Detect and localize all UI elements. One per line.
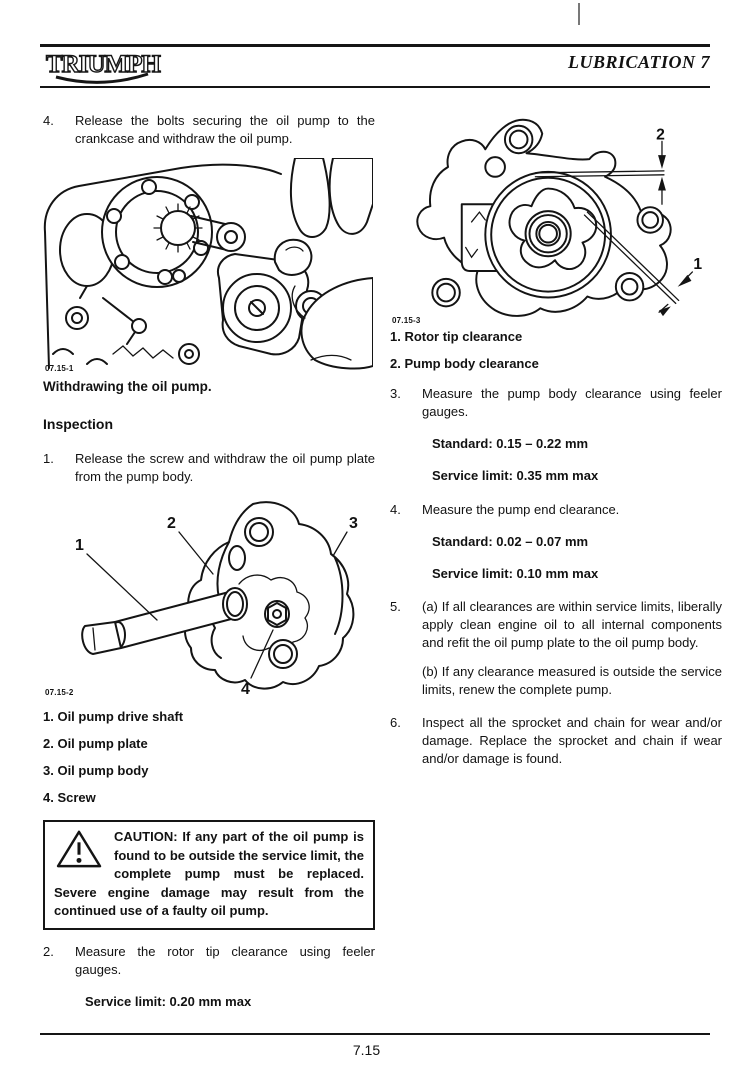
step-text: Release the bolts securing the oil pump …	[75, 113, 375, 146]
right-column: 2 1 07.15-3 1. Rotor tip clearance 2. Pu…	[390, 112, 722, 778]
step-3-right: 3. Measure the pump body clearance using…	[390, 385, 722, 421]
fig3-callout-1: 1	[693, 256, 702, 273]
step-4-right: 4. Measure the pump end clearance.	[390, 501, 722, 519]
step-4-left: 4. Release the bolts securing the oil pu…	[43, 112, 375, 148]
page-number: 7.15	[352, 1042, 381, 1058]
figure-ref: 07.15-3	[392, 315, 421, 325]
warning-triangle-icon	[56, 829, 102, 874]
inspection-heading: Inspection	[43, 415, 114, 432]
footer-rule	[40, 1033, 710, 1035]
step-2-left: 2. Measure the rotor tip clearance using…	[43, 943, 375, 979]
header-rule-top	[40, 44, 710, 47]
step-text: Measure the rotor tip clearance using fe…	[75, 943, 375, 977]
service-limit-spec: Service limit: 0.10 mm max	[432, 565, 599, 581]
pump-clearance-drawing: 2 1	[416, 118, 702, 317]
step-number: 6.	[390, 715, 401, 731]
step-text-a: (a) If all clearances are within service…	[422, 598, 722, 699]
fig2-callout-2: 2	[167, 515, 176, 532]
fig2-callout-4: 4	[241, 681, 250, 696]
step-number: 2.	[43, 943, 54, 959]
step-number: 5.	[390, 599, 401, 615]
step-5b: (b) If any clearance measured is outside…	[422, 664, 722, 698]
scan-mark	[578, 3, 580, 25]
key-item: 3. Oil pump body	[43, 762, 149, 778]
key-item: 2. Pump body clearance	[390, 355, 539, 371]
caution-box: CAUTION: If any part of the oil pump is …	[43, 820, 375, 930]
step-5-right: 5. (a) If all clearances are within serv…	[390, 598, 722, 699]
header-rule-bottom	[40, 86, 710, 88]
crankcase-drawing	[43, 157, 373, 370]
oil-pump-drawing: 1 2 3 4	[75, 501, 358, 696]
step-number: 1.	[43, 450, 54, 466]
step-number: 4.	[390, 501, 401, 517]
standard-spec: Standard: 0.02 – 0.07 mm	[432, 533, 589, 549]
step-text: Release the screw and withdraw the oil p…	[75, 450, 375, 484]
fig2-callout-1: 1	[75, 537, 84, 554]
step-text: Measure the pump body clearance using fe…	[422, 385, 722, 419]
standard-spec: Standard: 0.15 – 0.22 mm	[432, 435, 589, 451]
step-6-right: 6. Inspect all the sprocket and chain fo…	[390, 714, 722, 768]
key-item: 2. Oil pump plate	[43, 735, 148, 751]
key-item: 1. Oil pump drive shaft	[43, 708, 184, 724]
service-limit-spec: Service limit: 0.20 mm max	[85, 993, 252, 1009]
fig3-callout-2: 2	[656, 126, 665, 143]
service-limit-spec: Service limit: 0.35 mm max	[432, 467, 599, 483]
figure-withdrawing-oil-pump: 07.15-1	[43, 157, 373, 374]
figure-pump-clearances: 2 1 07.15-3	[390, 112, 720, 326]
step-number: 4.	[43, 113, 54, 128]
logo-swoosh	[55, 72, 149, 84]
step-5a: (a) If all clearances are within service…	[422, 599, 722, 651]
figure-3-key: 1. Rotor tip clearance 2. Pump body clea…	[390, 328, 722, 373]
figure-oil-pump-exploded: 1 2 3 4 07.15-2	[43, 496, 373, 698]
step-text: Inspect all the sprocket and chain for w…	[422, 715, 722, 766]
fig2-callout-3: 3	[349, 515, 358, 532]
figure-caption: Withdrawing the oil pump.	[43, 378, 212, 394]
caution-text: CAUTION: If any part of the oil pump is …	[54, 829, 364, 919]
step-number: 3.	[390, 385, 401, 401]
left-column: 4. Release the bolts securing the oil pu…	[43, 112, 375, 1025]
step-text: Measure the pump end clearance.	[422, 501, 620, 517]
key-item: 4. Screw	[43, 789, 96, 805]
figure-2-key: 1. Oil pump drive shaft 2. Oil pump plat…	[43, 708, 375, 807]
section-title: LUBRICATION 7	[567, 52, 710, 72]
key-item: 1. Rotor tip clearance	[390, 329, 523, 344]
step-1-left: 1. Release the screw and withdraw the oi…	[43, 450, 375, 486]
figure-ref: 07.15-1	[45, 363, 74, 373]
figure-ref: 07.15-2	[45, 687, 74, 697]
triumph-logo: TRIUMPH	[44, 47, 176, 92]
